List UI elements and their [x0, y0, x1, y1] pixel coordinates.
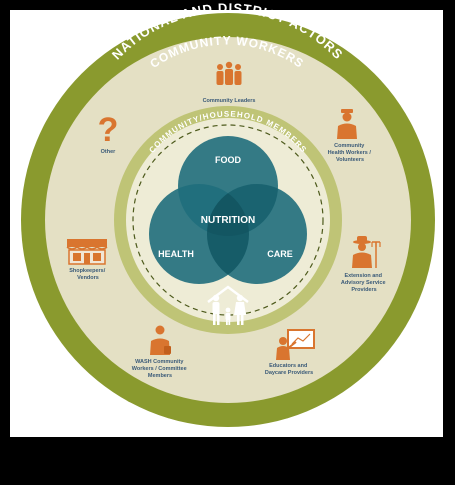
label-extension-line2: Advisory Service [341, 280, 386, 286]
actor-community-leaders: Community Leaders [203, 61, 256, 104]
label-community-leaders-line1: Community Leaders [203, 98, 256, 104]
venn-overlap-shade [207, 184, 249, 284]
question-mark-icon: ? [98, 111, 119, 149]
actor-shopkeepers: Shopkeepers/ Vendors [66, 239, 108, 281]
actor-educators: Educators and Daycare Providers [265, 329, 315, 376]
label-educators: Educators and Daycare Providers [265, 363, 313, 376]
actor-wash: WASH Community Workers / Committee Membe… [132, 325, 188, 379]
label-shopkeepers: Shopkeepers/ Vendors [69, 268, 107, 281]
venn-label-health: HEALTH [158, 249, 194, 259]
label-shopkeepers-line1: Shopkeepers/ [69, 268, 106, 274]
actor-health-workers: Community Health Workers / Volunteers [328, 109, 373, 163]
farmer-with-fork-icon [352, 236, 381, 268]
label-educators-line1: Educators and [269, 363, 307, 369]
label-community-leaders: Community Leaders [203, 98, 256, 104]
venn-diagram: FOOD HEALTH CARE NUTRITION [149, 136, 307, 284]
actor-other: ? Other [98, 111, 119, 155]
shop-stall-icon [66, 239, 108, 265]
label-wash: WASH Community Workers / Committee Membe… [132, 359, 188, 379]
label-extension: Extension and Advisory Service Providers [341, 273, 387, 293]
label-wash-line1: WASH Community [135, 359, 184, 365]
label-health-workers-line3: Volunteers [336, 157, 364, 163]
worker-with-bucket-icon [150, 325, 171, 355]
label-health-workers: Community Health Workers / Volunteers [328, 143, 373, 163]
label-extension-line3: Providers [351, 287, 376, 293]
label-wash-line2: Workers / Committee [132, 366, 187, 372]
label-health-workers-line2: Health Workers / [328, 150, 372, 156]
label-extension-line1: Extension and [344, 273, 382, 279]
label-other: Other [101, 149, 117, 155]
label-other-line1: Other [101, 149, 117, 155]
three-people-icon [216, 61, 242, 85]
family-house-icon [207, 285, 249, 325]
teacher-at-board-icon [276, 329, 315, 360]
actor-extension: Extension and Advisory Service Providers [341, 236, 387, 293]
label-shopkeepers-line2: Vendors [77, 275, 99, 281]
venn-label-food: FOOD [215, 155, 241, 165]
venn-label-care: CARE [267, 249, 293, 259]
label-health-workers-line1: Community [334, 143, 365, 149]
label-educators-line2: Daycare Providers [265, 370, 313, 376]
label-wash-line3: Members [148, 373, 172, 379]
venn-label-nutrition: NUTRITION [201, 215, 255, 226]
nurse-icon [337, 109, 357, 139]
